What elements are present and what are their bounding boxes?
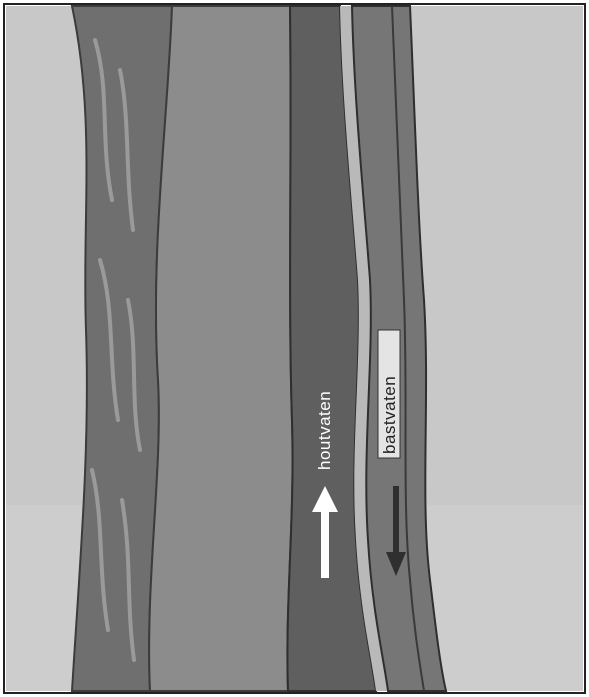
xylem-label: houtvaten xyxy=(315,391,334,470)
phloem-label: bastvaten xyxy=(380,376,399,454)
central-column xyxy=(149,6,292,691)
